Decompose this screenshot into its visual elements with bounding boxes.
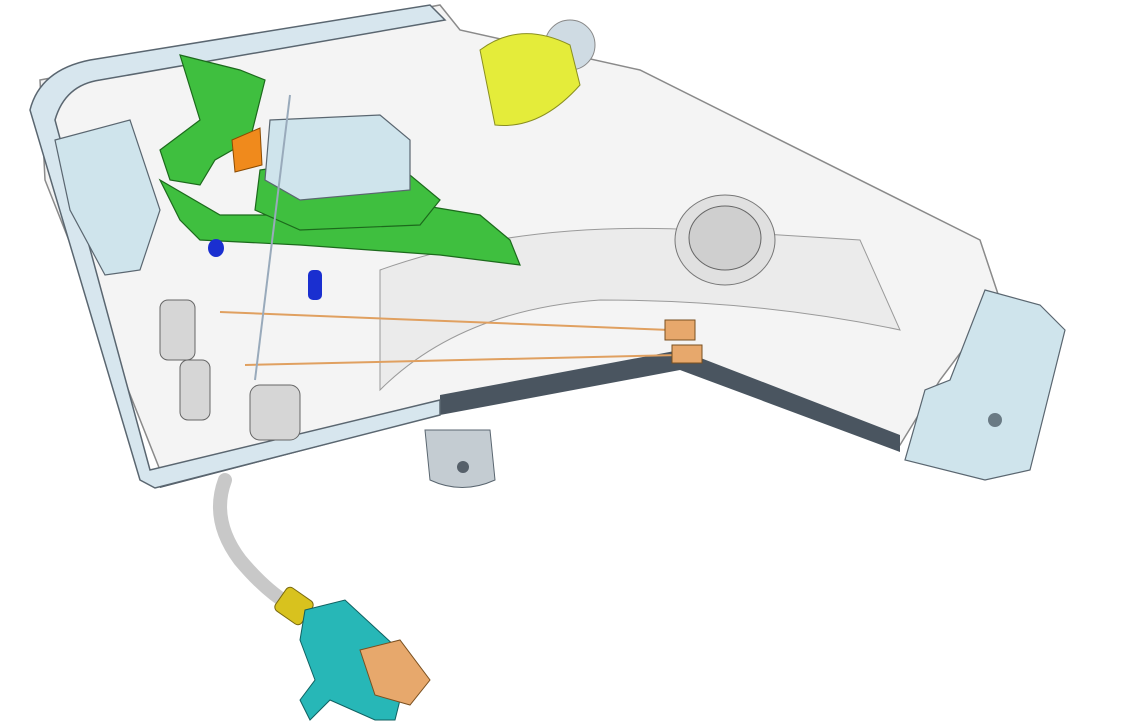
spindle-hub-inner bbox=[688, 205, 762, 271]
base-plate-front-edge bbox=[440, 350, 900, 452]
end-bracket bbox=[904, 289, 1066, 481]
cue-mechanism-block bbox=[264, 114, 411, 201]
mount-tab-hole bbox=[457, 461, 469, 473]
post-2 bbox=[179, 359, 211, 421]
tonearm-tube bbox=[213, 473, 297, 612]
orange-stop-block bbox=[231, 127, 263, 173]
bracket-screw-hole bbox=[988, 413, 1002, 427]
outer-rim-frame bbox=[29, 4, 447, 489]
green-lever-upper bbox=[159, 54, 266, 186]
wire-clip-2 bbox=[671, 344, 703, 364]
post-1 bbox=[159, 299, 196, 361]
platter-well bbox=[379, 227, 901, 392]
blue-spring-2 bbox=[308, 270, 322, 300]
drive-motor bbox=[479, 33, 581, 126]
copper-wire-2 bbox=[244, 354, 681, 366]
wire-clip-1 bbox=[664, 319, 696, 341]
copper-wire-1 bbox=[219, 311, 671, 331]
blue-spring-1 bbox=[208, 239, 224, 257]
left-slider-bracket bbox=[54, 119, 161, 276]
mount-tab bbox=[424, 429, 496, 488]
cartridge bbox=[359, 639, 431, 706]
post-3 bbox=[249, 384, 301, 441]
tonearm-rod bbox=[254, 94, 291, 381]
